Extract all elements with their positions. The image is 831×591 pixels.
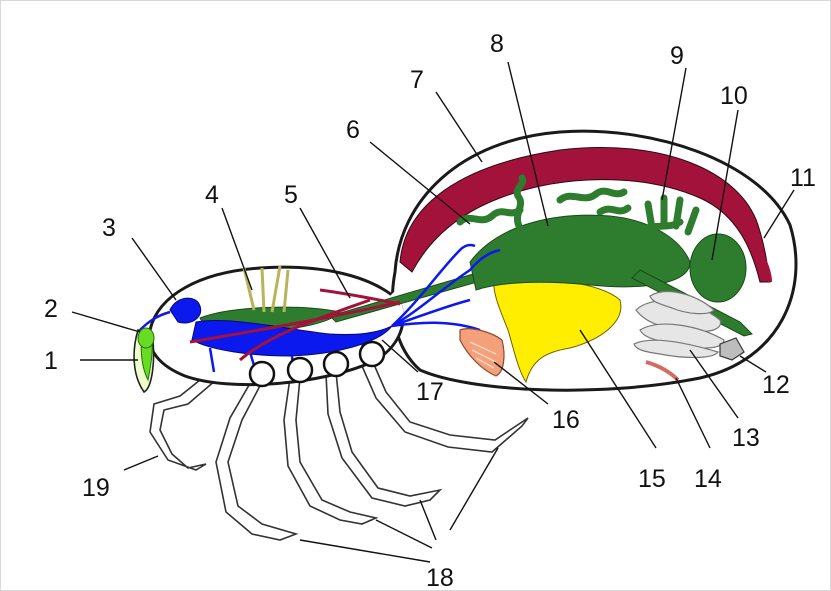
- label-12: 12: [762, 371, 790, 399]
- label-2: 2: [44, 295, 58, 323]
- legs: [150, 360, 528, 540]
- label-4: 4: [205, 181, 219, 209]
- label-1: 1: [44, 347, 58, 375]
- label-10: 10: [720, 82, 748, 110]
- label-16: 16: [552, 406, 580, 434]
- label-8: 8: [490, 30, 504, 58]
- label-11: 11: [790, 164, 816, 192]
- label-9: 9: [670, 42, 684, 70]
- label-15: 15: [638, 465, 666, 493]
- label-18: 18: [426, 564, 454, 591]
- label-14: 14: [694, 465, 722, 493]
- label-7: 7: [410, 66, 424, 94]
- label-19: 19: [82, 474, 110, 502]
- label-13: 13: [732, 424, 760, 452]
- label-17: 17: [416, 378, 444, 406]
- label-5: 5: [284, 181, 298, 209]
- label-3: 3: [102, 214, 116, 242]
- label-6: 6: [346, 116, 360, 144]
